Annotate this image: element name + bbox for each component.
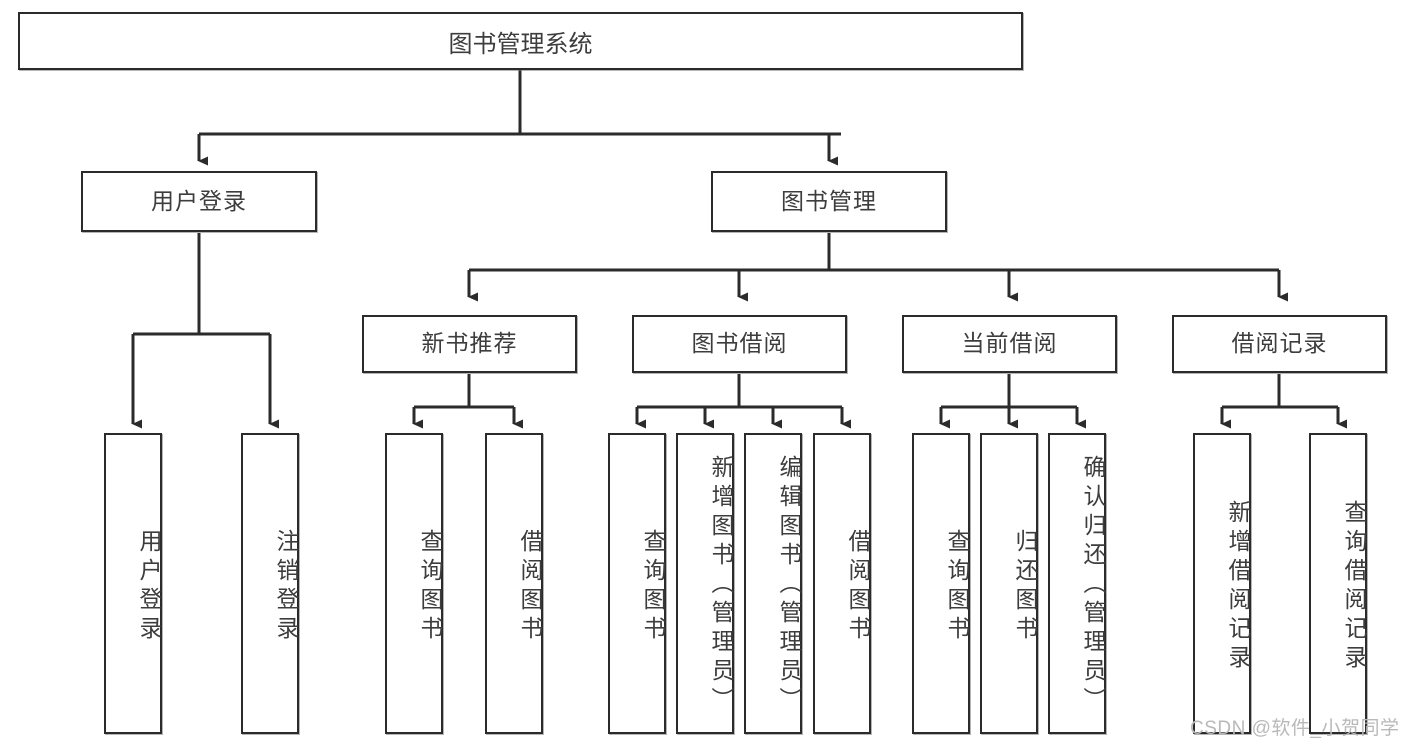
node-borrow-record[interactable]: 借阅记录 — [1172, 315, 1387, 373]
leaf-current-borrow-query[interactable]: 查询图书 — [912, 433, 970, 734]
leaf-book-borrow-query[interactable]: 查询图书 — [608, 433, 666, 734]
leaf-user-login-login[interactable]: 用户登录 — [104, 433, 162, 734]
node-current-borrow[interactable]: 当前借阅 — [902, 315, 1117, 373]
leaf-user-login-logout[interactable]: 注销登录 — [241, 433, 299, 734]
node-root-system[interactable]: 图书管理系统 — [18, 12, 1023, 70]
leaf-book-borrow-lend[interactable]: 借阅图书 — [813, 433, 871, 734]
node-user-login[interactable]: 用户登录 — [81, 171, 317, 232]
csdn-watermark: CSDN @软件_小贺同学 — [1190, 718, 1400, 739]
leaf-new-book-borrow[interactable]: 借阅图书 — [485, 433, 543, 734]
leaf-borrow-record-query[interactable]: 查询借阅记录 — [1309, 433, 1367, 734]
leaf-current-borrow-return[interactable]: 归还图书 — [980, 433, 1038, 734]
leaf-book-borrow-add[interactable]: 新增图书（管理员） — [676, 433, 734, 734]
node-new-book-recommend[interactable]: 新书推荐 — [362, 315, 577, 373]
node-book-borrow[interactable]: 图书借阅 — [632, 315, 847, 373]
leaf-book-borrow-edit[interactable]: 编辑图书（管理员） — [744, 433, 802, 734]
node-book-management[interactable]: 图书管理 — [711, 171, 947, 232]
leaf-new-book-query[interactable]: 查询图书 — [385, 433, 443, 734]
leaf-borrow-record-add[interactable]: 新增借阅记录 — [1193, 433, 1251, 734]
leaf-current-borrow-confirm-return[interactable]: 确认归还（管理员） — [1048, 433, 1106, 734]
